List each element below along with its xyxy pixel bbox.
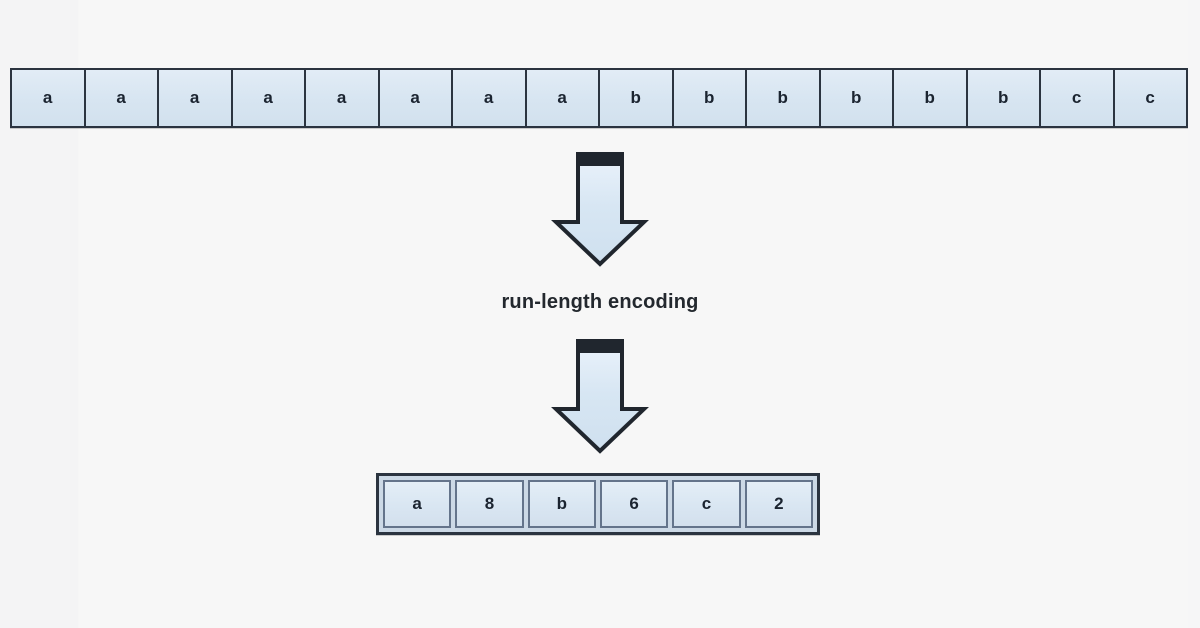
input-cell: b <box>820 70 894 126</box>
input-cell: a <box>526 70 600 126</box>
input-cell: a <box>232 70 306 126</box>
input-cell: b <box>673 70 747 126</box>
input-cell: b <box>747 70 821 126</box>
input-cell: a <box>12 70 86 126</box>
input-cell: a <box>159 70 233 126</box>
output-cell: 2 <box>744 480 813 528</box>
process-label: run-length encoding <box>501 291 699 313</box>
input-cell: a <box>379 70 453 126</box>
input-cell: a <box>306 70 380 126</box>
output-cell: c <box>672 480 741 528</box>
output-sequence-strip: a 8 b 6 c 2 <box>376 473 820 535</box>
input-cell: a <box>85 70 159 126</box>
input-cell: b <box>967 70 1041 126</box>
output-cell: 6 <box>599 480 669 528</box>
input-sequence-strip: a a a a a a a a b b b b b b c c <box>10 68 1188 128</box>
down-arrow-icon <box>548 337 652 455</box>
input-cell: a <box>453 70 527 126</box>
down-arrow-icon <box>548 150 652 268</box>
output-cell: 8 <box>455 480 524 528</box>
output-cell: a <box>383 480 452 528</box>
input-cell: b <box>600 70 674 126</box>
input-cell: c <box>1041 70 1115 126</box>
output-cell: b <box>527 480 596 528</box>
input-cell: c <box>1114 70 1186 126</box>
input-cell: b <box>894 70 968 126</box>
